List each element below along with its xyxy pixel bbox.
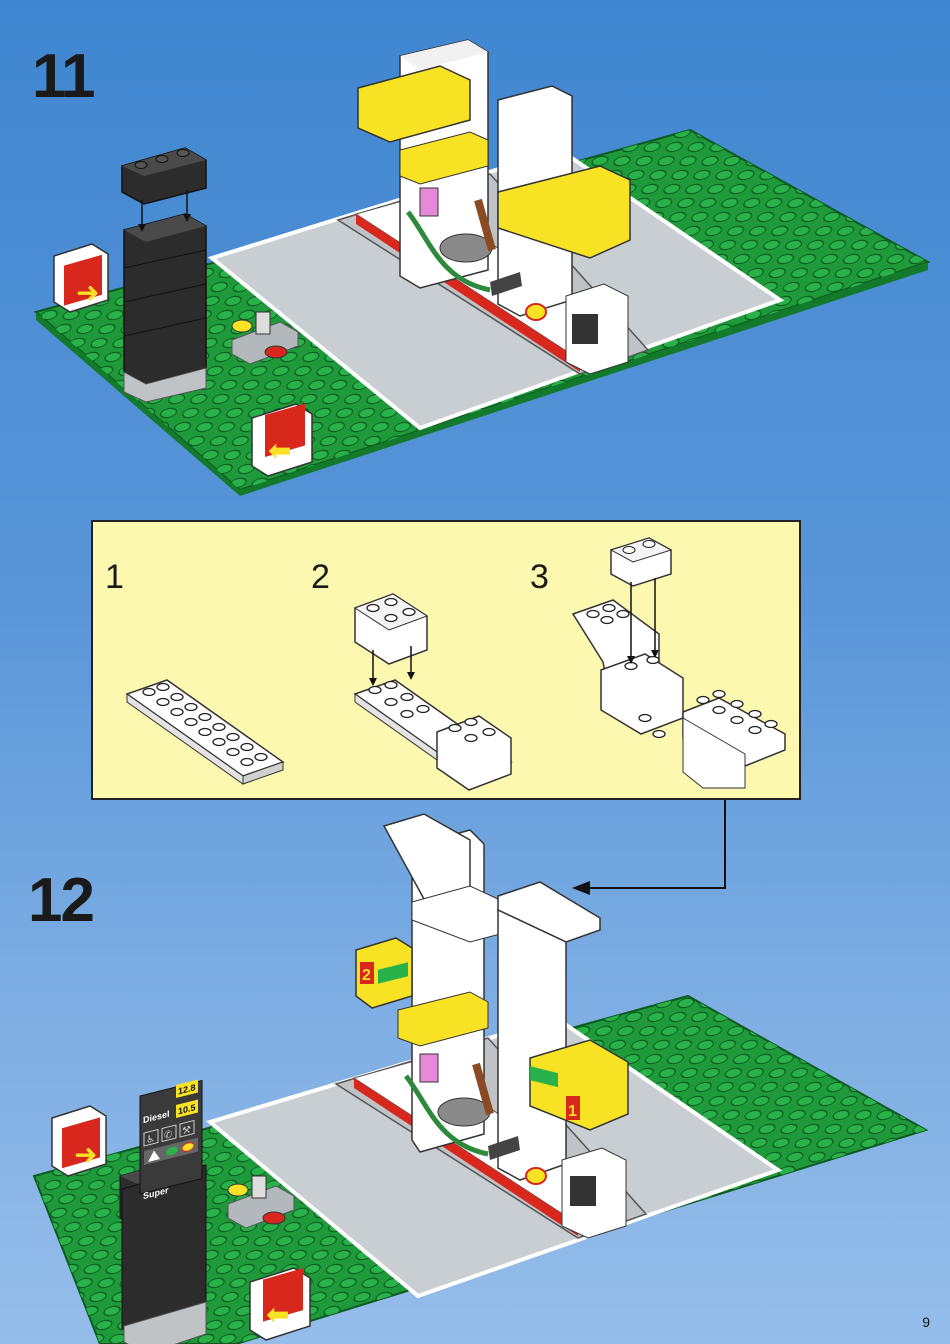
step-12-illustration: Super 12.8 Diesel 10.5 ♿ ✆ ⚒ ➜ ⬅: [0, 800, 950, 1344]
wheelchair-icon: ♿: [146, 1133, 155, 1146]
substep-callout: 1 2 3: [91, 520, 801, 800]
pump-number-1: 1: [568, 1103, 577, 1120]
arrow-sign-left: ⬅: [252, 404, 312, 476]
pump-number-2: 2: [362, 967, 371, 984]
page-number: 9: [922, 1314, 930, 1330]
svg-text:➜: ➜: [74, 1138, 97, 1171]
black-brick-stack: [124, 214, 206, 402]
arrow-sign-left: ⬅: [250, 1268, 310, 1340]
svg-text:⬅: ⬅: [266, 1298, 289, 1331]
step-11-illustration: ➜ ⬅: [0, 0, 950, 510]
slope-assembly: [573, 600, 785, 788]
plate-with-brick: [355, 680, 511, 790]
arrow-sign-right: ➜: [52, 1106, 106, 1176]
white-plate: [127, 680, 283, 784]
substep-illustrations: [93, 522, 799, 798]
phone-icon: ✆: [164, 1129, 172, 1142]
white-brick-2x2-floating: [355, 594, 427, 686]
svg-text:⬅: ⬅: [268, 434, 291, 467]
arrow-sign-right: ➜: [54, 244, 108, 312]
wrench-icon: ⚒: [182, 1124, 191, 1137]
svg-text:➜: ➜: [76, 276, 99, 309]
